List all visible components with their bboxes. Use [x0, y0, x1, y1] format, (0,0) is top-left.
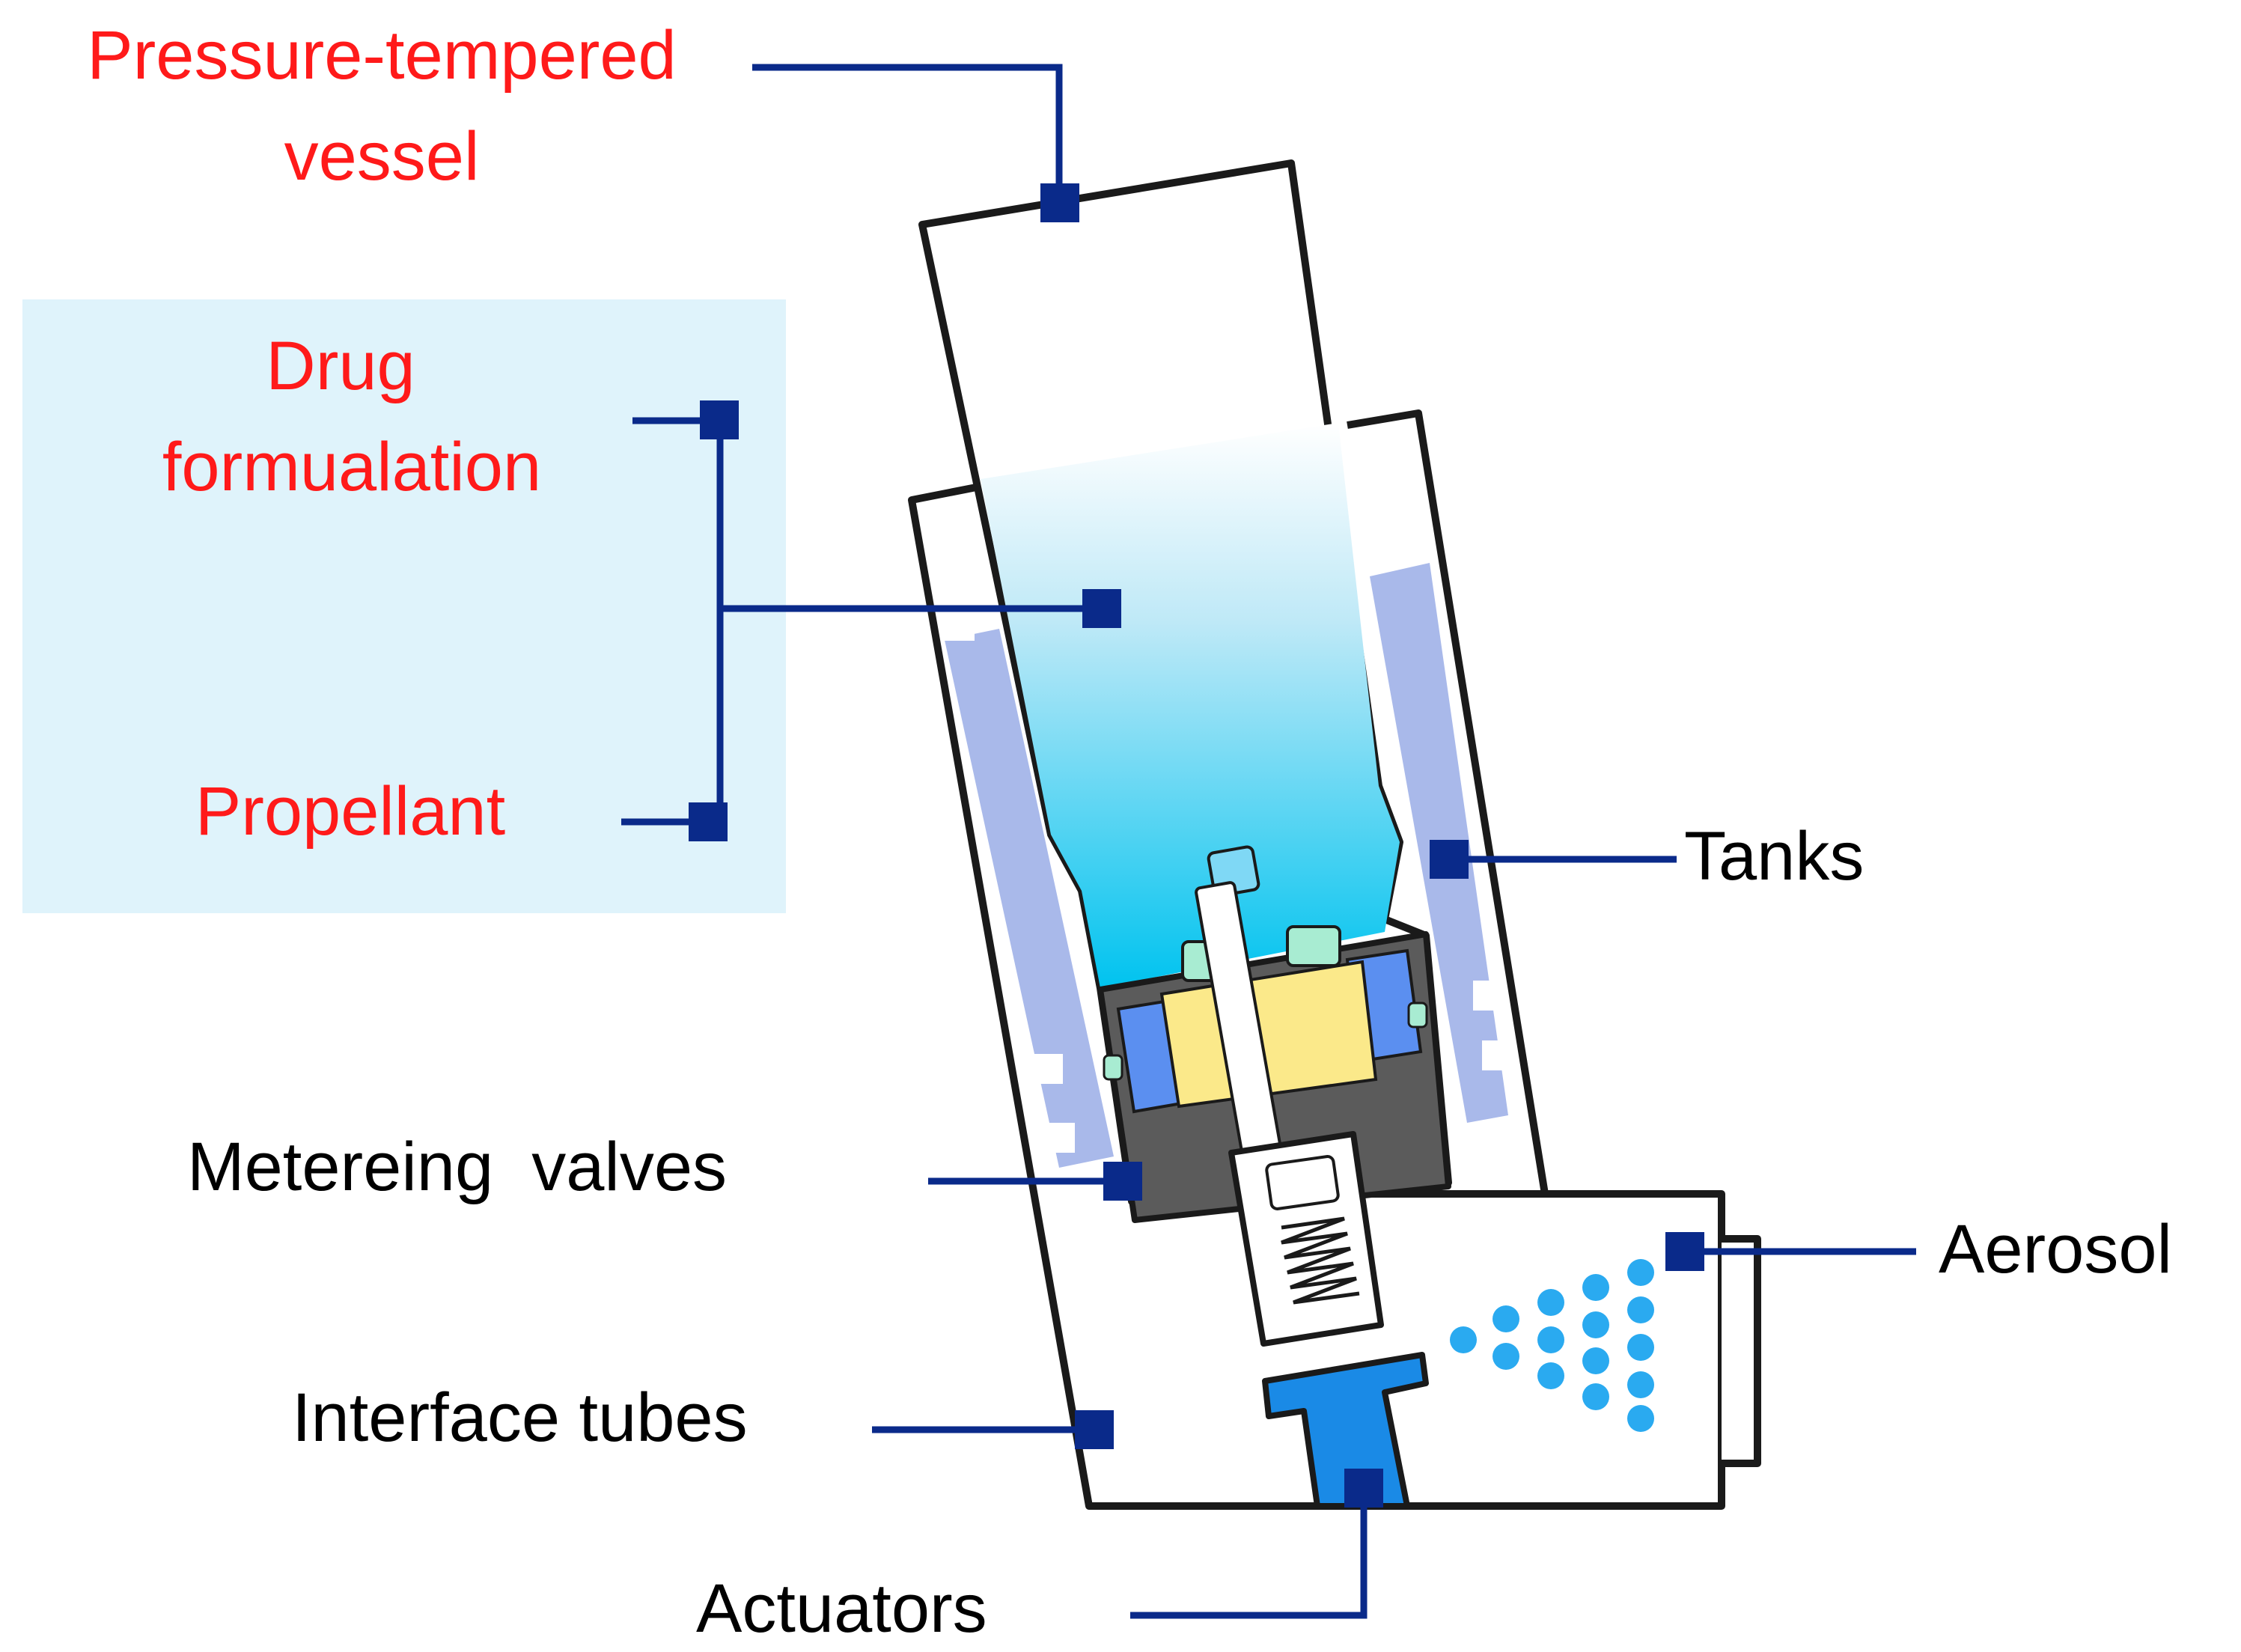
aerosol-dots: [1450, 1259, 1654, 1432]
label-tanks: Tanks: [1684, 818, 1864, 894]
leader-pressure-vessel: [752, 64, 1063, 204]
label-pressure-vessel-line2: vessel: [284, 118, 480, 195]
label-drug-line2: formualation: [162, 429, 541, 505]
spring-coil: [1281, 1216, 1360, 1305]
tank-notch-4: [1482, 1040, 1513, 1070]
marker-pressure-vessel: [1040, 183, 1079, 222]
label-drug-line1: Drug: [266, 328, 415, 404]
tank-notch-3: [1473, 981, 1504, 1011]
label-interface-tubes: Interface tubes: [292, 1380, 748, 1456]
marker-propellant: [689, 802, 728, 841]
formulation-panel: [22, 299, 786, 913]
marker-interface: [1075, 1410, 1114, 1449]
actuator-body-right: [1347, 409, 1549, 1195]
label-metering-valves: Metereing valves: [187, 1129, 727, 1205]
label-propellant: Propellant: [195, 773, 505, 850]
spring-top: [1265, 1155, 1340, 1210]
tank-notch-2: [1039, 1123, 1075, 1153]
mouthpiece-lip: [1722, 1235, 1761, 1467]
label-actuators: Actuators: [696, 1570, 987, 1647]
marker-formulation: [1082, 589, 1121, 628]
label-aerosol: Aerosol: [1939, 1211, 2172, 1287]
tank-notch-1: [1027, 1054, 1063, 1084]
actuator-nozzle: [1262, 1352, 1429, 1509]
marker-metering: [1103, 1162, 1142, 1201]
marker-aerosol: [1665, 1232, 1704, 1271]
label-pressure-vessel-line1: Pressure-tempered: [87, 17, 676, 94]
marker-tanks: [1430, 840, 1469, 879]
tank-notch-5: [945, 614, 975, 641]
marker-drug: [700, 400, 739, 439]
leader-actuators: [1130, 1486, 1368, 1619]
valve-nub-right: [1407, 1002, 1428, 1028]
leader-lines: [621, 64, 1916, 1619]
drug-fill: [981, 423, 1400, 988]
valve-cap-right: [1286, 925, 1341, 967]
leader-markers: [689, 183, 1704, 1508]
tank-left: [945, 629, 1114, 1168]
valve-nub-left: [1103, 1054, 1123, 1081]
marker-actuators: [1344, 1469, 1383, 1508]
